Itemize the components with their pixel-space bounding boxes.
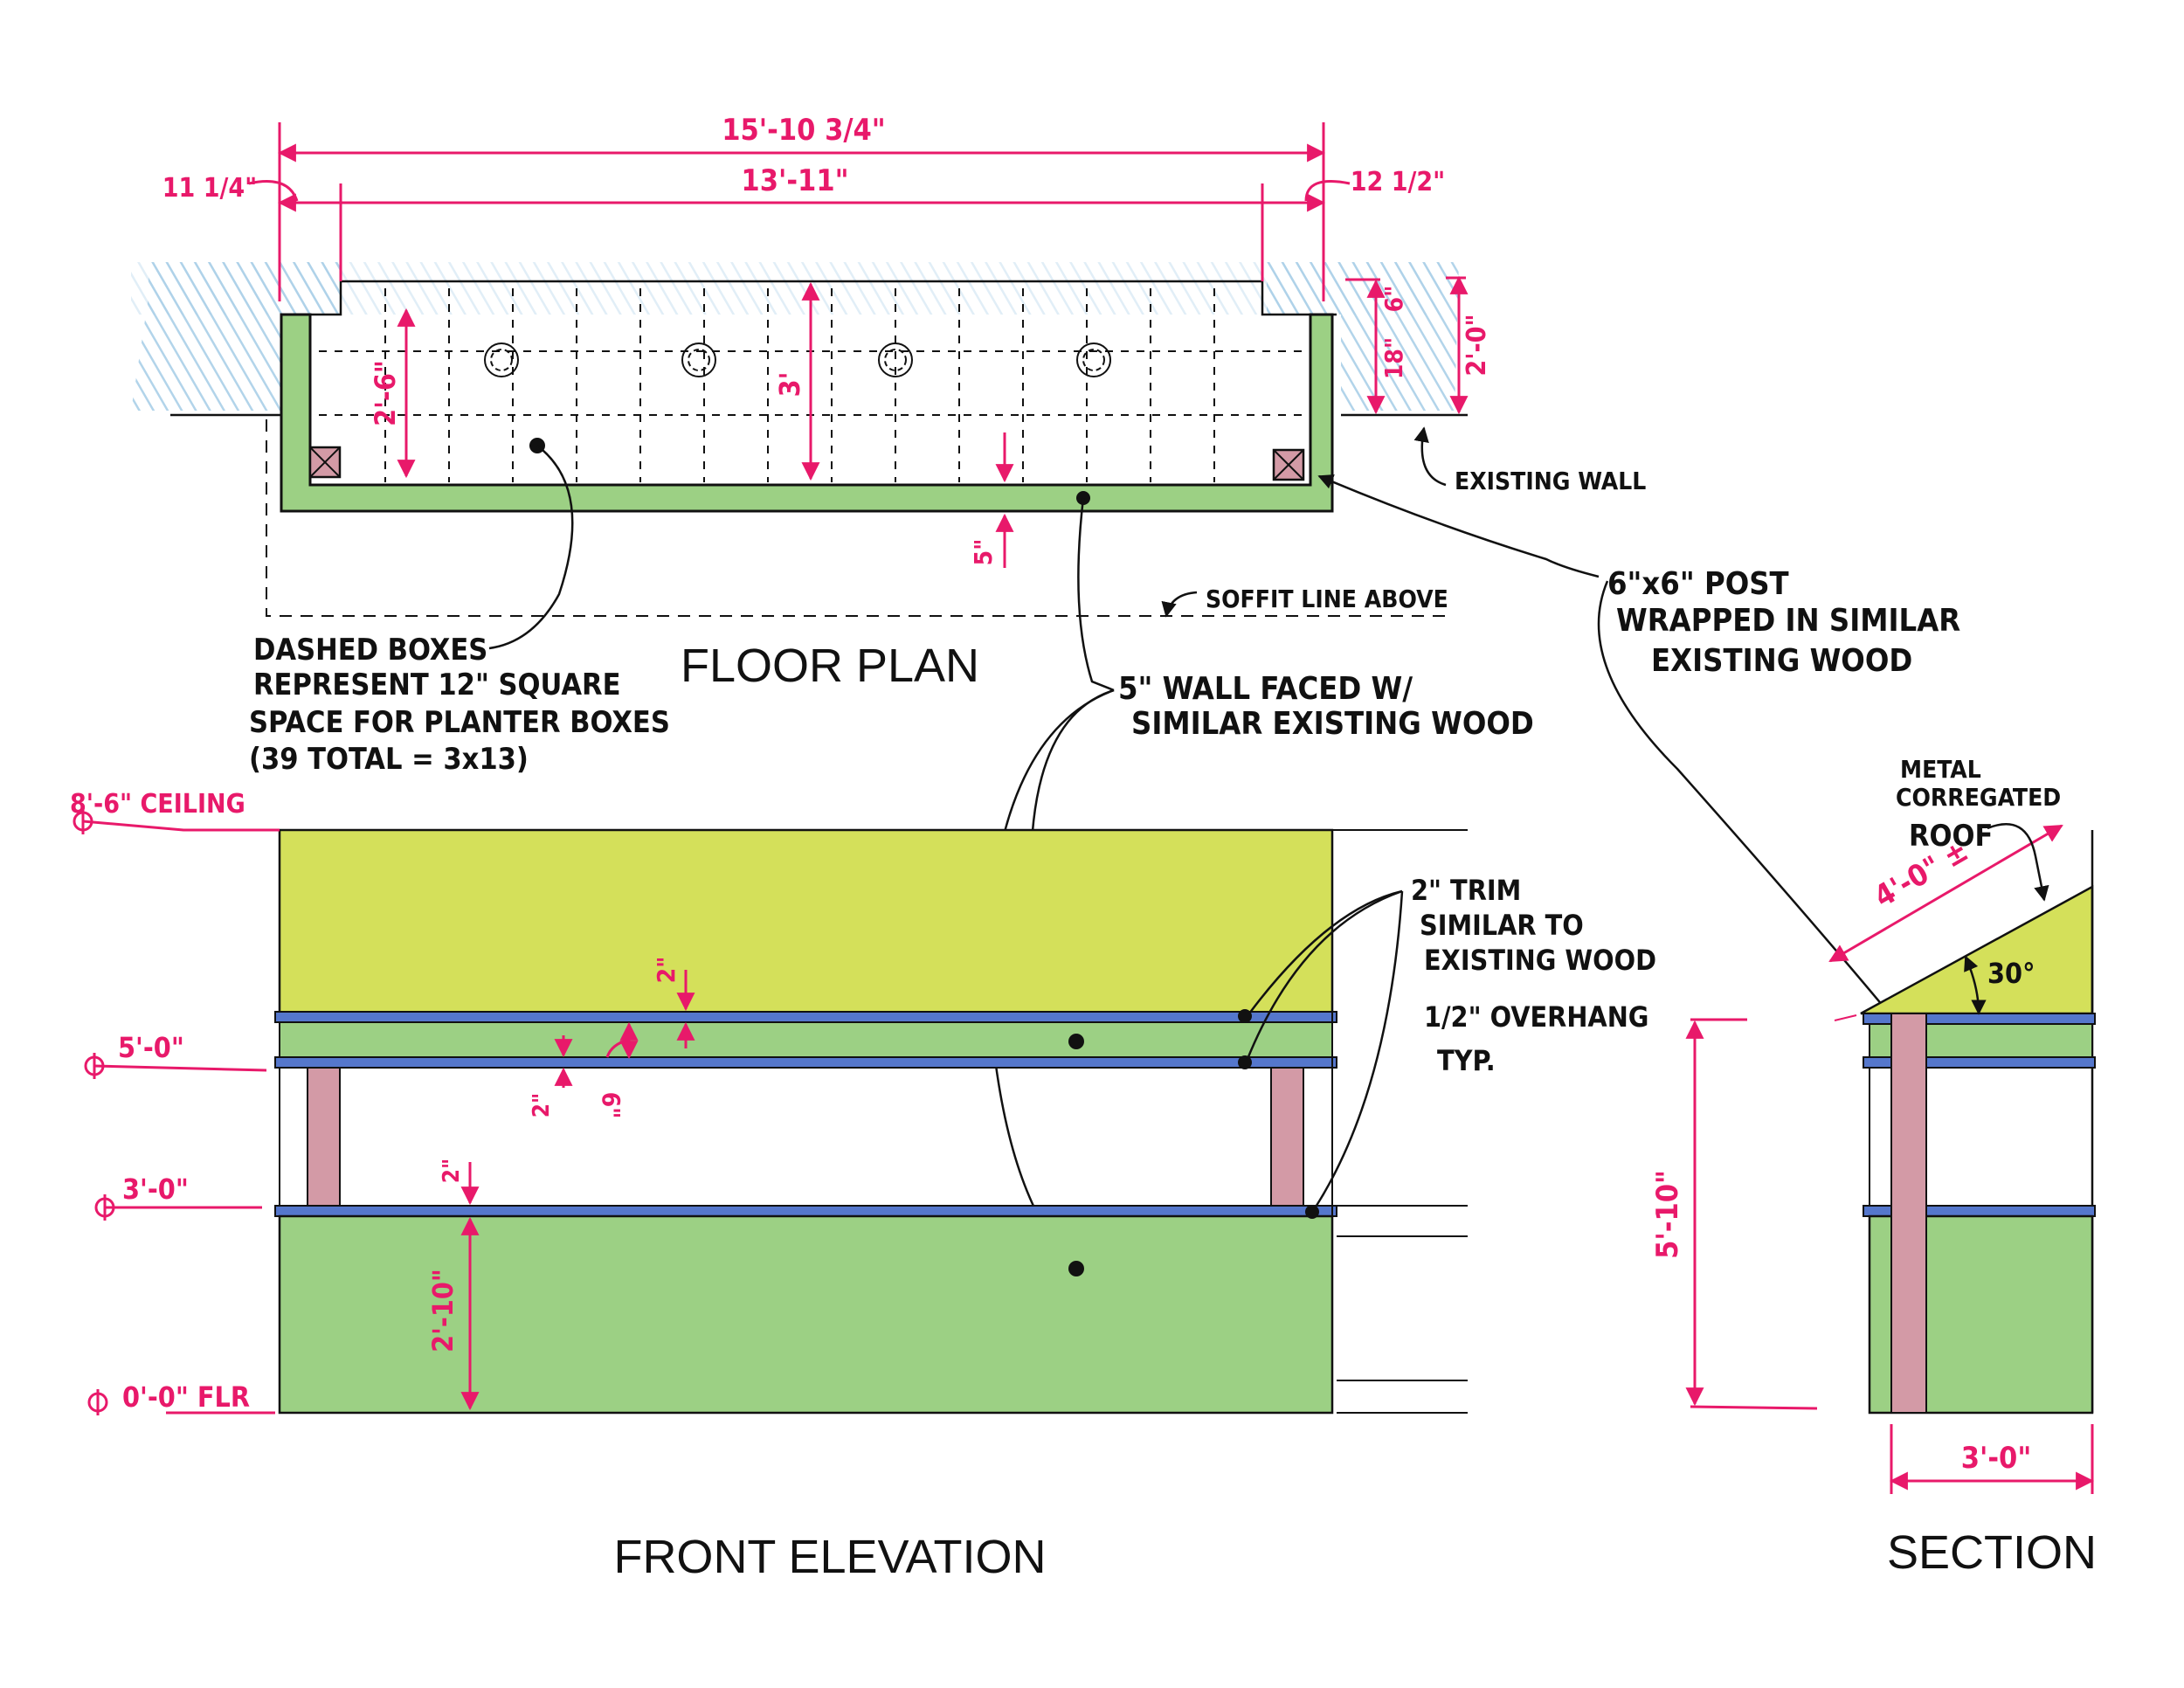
section-dim-depth: 3'-0"	[1961, 1441, 2032, 1476]
existing-opening-outline	[281, 280, 1337, 316]
dim-trim-top: 2"	[652, 957, 681, 984]
mid-band	[279, 1020, 1333, 1061]
svg-text:1/2" OVERHANG: 1/2" OVERHANG	[1424, 1000, 1648, 1034]
front-elevation-title: FRONT ELEVATION	[613, 1531, 1046, 1583]
svg-text:2" TRIM: 2" TRIM	[1411, 874, 1521, 907]
dim-right-total: 2'-0"	[1462, 314, 1492, 376]
level-markers	[73, 808, 280, 1415]
note-existing-wall: EXISTING WALL	[1455, 467, 1646, 495]
section-angle: 30°	[1987, 957, 2035, 990]
soffit-line	[266, 419, 1450, 617]
leader-post-section	[1597, 580, 1901, 1027]
plan-dimensions	[248, 122, 1469, 568]
leader-dot	[1305, 1205, 1319, 1219]
plant-icon	[484, 342, 519, 377]
leader-dot	[1068, 1261, 1084, 1276]
svg-text:ROOF: ROOF	[1909, 819, 1993, 854]
leader-post	[1317, 474, 1600, 578]
note-roof: METAL CORREGATED ROOF	[1896, 755, 2061, 854]
elev-post-right	[1270, 1067, 1304, 1207]
lower-wall	[278, 1214, 1334, 1415]
leader-dashed-boxes	[488, 445, 574, 650]
dim-inner: 13'-11"	[741, 163, 848, 198]
dim-left-offset: 11 1/4"	[162, 173, 257, 204]
level-5: 5'-0"	[118, 1031, 184, 1064]
note-trim: 2" TRIM SIMILAR TO EXISTING WOOD 1/2" OV…	[1411, 874, 1656, 1077]
dim-wall-thickness: 5"	[969, 539, 998, 566]
dim-trim-low: 2"	[439, 1159, 465, 1183]
section: 5'-10" 3'-0" 4'-0" ± 30° METAL CORREGATE…	[1650, 755, 2097, 1579]
svg-text:SPACE FOR PLANTER BOXES: SPACE FOR PLANTER BOXES	[249, 705, 670, 740]
dim-overall: 15'-10 3/4"	[722, 113, 886, 148]
angle-arc	[1964, 955, 1987, 1015]
note-soffit: SOFFIT LINE ABOVE	[1206, 585, 1448, 613]
section-dimensions	[1685, 824, 2095, 1494]
svg-text:DASHED BOXES: DASHED BOXES	[253, 633, 487, 668]
svg-text:WRAPPED IN SIMILAR: WRAPPED IN SIMILAR	[1616, 603, 1960, 639]
svg-text:(39 TOTAL = 3x13): (39 TOTAL = 3x13)	[249, 742, 529, 777]
leader-dot	[1068, 1034, 1084, 1049]
svg-text:CORREGATED: CORREGATED	[1896, 783, 2061, 812]
upper-panel	[278, 828, 1334, 1015]
existing-wall-hatch-band	[131, 262, 1441, 315]
dim-right-offset: 12 1/2"	[1351, 167, 1445, 197]
svg-text:5" WALL FACED W/: 5" WALL FACED W/	[1118, 671, 1413, 707]
trim-mid	[274, 1056, 1337, 1069]
leader-trim	[1248, 889, 1403, 1014]
leader-wall-faced-plan	[1077, 497, 1115, 692]
floor-plan-title: FLOOR PLAN	[681, 640, 979, 692]
plant-symbols	[484, 342, 1111, 377]
planter-wall	[280, 313, 1334, 513]
dim-trim-mid: 2"	[529, 1093, 555, 1117]
plant-icon	[681, 342, 716, 377]
dim-right-18: 18"	[1379, 337, 1408, 379]
svg-text:EXISTING WOOD: EXISTING WOOD	[1651, 643, 1912, 679]
plant-icon	[878, 342, 913, 377]
svg-text:6"x6" POST: 6"x6" POST	[1607, 566, 1789, 602]
planter-box-grid	[319, 288, 1302, 482]
svg-text:EXISTING WOOD: EXISTING WOOD	[1424, 944, 1656, 977]
note-post: 6"x6" POST WRAPPED IN SIMILAR EXISTING W…	[1607, 566, 1960, 679]
note-dashed-boxes: DASHED BOXES REPRESENT 12" SQUARE SPACE …	[249, 633, 670, 777]
level-ceiling: 8'-6" CEILING	[70, 789, 245, 820]
section-dim-height: 5'-10"	[1650, 1170, 1685, 1259]
elev-post-left	[307, 1067, 341, 1207]
svg-text:TYP.: TYP.	[1437, 1044, 1496, 1077]
trim-low	[274, 1205, 1337, 1217]
section-post	[1890, 1013, 1927, 1414]
leader-roof	[1987, 823, 2049, 902]
dim-depth-planter: 2'-6"	[369, 360, 402, 426]
elev-dimensions	[460, 970, 695, 1411]
level-floor: 0'-0" FLR	[122, 1380, 250, 1414]
dim-gap-6: 6"	[597, 1092, 625, 1119]
leader-soffit	[1161, 591, 1198, 618]
leader-dot	[1238, 1055, 1252, 1069]
post-left	[308, 446, 342, 479]
level-3: 3'-0"	[122, 1173, 189, 1206]
dim-right-6: 6"	[1379, 286, 1408, 313]
leader-dot	[1238, 1009, 1252, 1023]
trim-top	[274, 1011, 1337, 1023]
svg-text:REPRESENT 12" SQUARE: REPRESENT 12" SQUARE	[253, 668, 620, 702]
floor-plan: 15'-10 3/4" 13'-11" 11 1/4" 12 1/2" 2'-6…	[131, 113, 1960, 1268]
svg-text:METAL: METAL	[1900, 755, 1981, 784]
svg-text:SIMILAR TO: SIMILAR TO	[1420, 909, 1584, 942]
plant-icon	[1076, 342, 1111, 377]
svg-text:SIMILAR EXISTING WOOD: SIMILAR EXISTING WOOD	[1131, 706, 1534, 742]
leader-trim-2	[1246, 889, 1403, 1060]
leader-existing-wall	[1413, 426, 1447, 487]
dim-lower-wall: 2'-10"	[426, 1269, 460, 1352]
front-elevation: 8'-6" CEILING 5'-0" 3'-0" 0'-0" FLR 2" 2…	[70, 789, 1656, 1583]
post-right	[1272, 448, 1305, 481]
section-title: SECTION	[1887, 1526, 2097, 1579]
leader-trim-3	[1313, 890, 1404, 1209]
dim-depth-inner: 3'	[773, 372, 806, 398]
note-wall-faced: 5" WALL FACED W/ SIMILAR EXISTING WOOD	[1118, 671, 1534, 742]
